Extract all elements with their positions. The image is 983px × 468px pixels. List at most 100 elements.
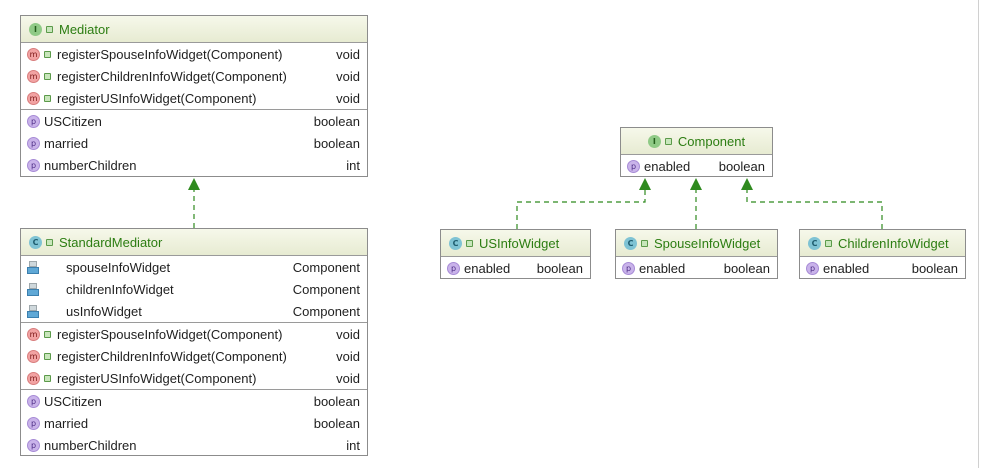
field-icon xyxy=(27,304,40,318)
public-lock-icon xyxy=(641,239,648,247)
method-row[interactable]: m registerUSInfoWidget(Component) void xyxy=(21,87,367,109)
property-row[interactable]: p enabled boolean xyxy=(441,257,590,279)
public-lock-icon xyxy=(825,239,832,247)
property-name: enabled xyxy=(644,158,691,174)
property-row[interactable]: p USCitizen boolean xyxy=(21,390,367,412)
property-type: boolean xyxy=(313,113,360,129)
property-row[interactable]: p enabled boolean xyxy=(616,257,777,279)
arrowhead-mediator xyxy=(188,178,200,190)
class-header-spouseinfowidget[interactable]: C SpouseInfoWidget xyxy=(616,230,777,257)
method-row[interactable]: m registerChildrenInfoWidget(Component) … xyxy=(21,345,367,367)
method-row[interactable]: m registerUSInfoWidget(Component) void xyxy=(21,367,367,389)
property-icon: p xyxy=(27,136,40,150)
field-row[interactable]: usInfoWidget Component xyxy=(21,300,367,322)
class-box-component[interactable]: I Component p enabled boolean xyxy=(620,127,773,177)
property-type: int xyxy=(346,157,360,173)
public-lock-icon xyxy=(46,238,53,246)
class-box-mediator[interactable]: I Mediator m registerSpouseInfoWidget(Co… xyxy=(20,15,368,177)
class-name: Component xyxy=(677,133,746,149)
public-lock-icon xyxy=(44,352,51,360)
method-name: registerSpouseInfoWidget(Component) xyxy=(57,46,283,62)
field-name: childrenInfoWidget xyxy=(66,281,174,297)
class-header-component[interactable]: I Component xyxy=(621,128,772,155)
class-name: StandardMediator xyxy=(59,234,163,250)
property-type: boolean xyxy=(718,158,765,174)
field-icon xyxy=(27,260,40,274)
arrowhead-component-middle xyxy=(690,178,702,190)
public-lock-icon xyxy=(44,374,51,382)
interface-icon: I xyxy=(29,22,42,36)
property-type: boolean xyxy=(911,260,958,276)
class-box-standardmediator[interactable]: C StandardMediator spouseInfoWidget Comp… xyxy=(20,228,368,456)
class-box-usinfowidget[interactable]: C USInfoWidget p enabled boolean xyxy=(440,229,591,279)
field-icon xyxy=(27,282,40,296)
edge-usinfowidget-implements-component xyxy=(516,180,646,229)
property-row[interactable]: p numberChildren int xyxy=(21,434,367,456)
class-icon: C xyxy=(29,235,42,249)
class-header-standardmediator[interactable]: C StandardMediator xyxy=(21,229,367,256)
class-header-usinfowidget[interactable]: C USInfoWidget xyxy=(441,230,590,257)
field-type: Component xyxy=(292,281,360,297)
field-type: Component xyxy=(292,259,360,275)
method-row[interactable]: m registerSpouseInfoWidget(Component) vo… xyxy=(21,323,367,345)
method-icon: m xyxy=(27,69,40,83)
return-type: void xyxy=(336,326,360,342)
return-type: void xyxy=(336,46,360,62)
class-icon: C xyxy=(624,236,637,250)
interface-icon: I xyxy=(647,134,661,148)
property-type: boolean xyxy=(313,135,360,151)
property-icon: p xyxy=(27,416,40,430)
method-icon: m xyxy=(27,91,40,105)
property-icon: p xyxy=(27,438,40,452)
public-lock-icon xyxy=(44,72,51,80)
property-type: boolean xyxy=(313,415,360,431)
class-name: Mediator xyxy=(59,21,110,37)
property-row[interactable]: p married boolean xyxy=(21,132,367,154)
public-lock-icon xyxy=(44,94,51,102)
class-box-spouseinfowidget[interactable]: C SpouseInfoWidget p enabled boolean xyxy=(615,229,778,279)
class-box-childreninfowidget[interactable]: C ChildrenInfoWidget p enabled boolean xyxy=(799,229,966,279)
class-name: USInfoWidget xyxy=(479,235,560,251)
property-row[interactable]: p USCitizen boolean xyxy=(21,110,367,132)
property-icon: p xyxy=(627,159,640,173)
method-name: registerChildrenInfoWidget(Component) xyxy=(57,68,287,84)
method-row[interactable]: m registerChildrenInfoWidget(Component) … xyxy=(21,65,367,87)
property-type: boolean xyxy=(313,393,360,409)
public-lock-icon xyxy=(46,25,53,33)
class-name: ChildrenInfoWidget xyxy=(838,235,949,251)
public-lock-icon xyxy=(44,330,51,338)
property-name: enabled xyxy=(464,260,511,276)
property-row[interactable]: p enabled boolean xyxy=(800,257,965,279)
method-row[interactable]: m registerSpouseInfoWidget(Component) vo… xyxy=(21,43,367,65)
return-type: void xyxy=(336,68,360,84)
class-header-mediator[interactable]: I Mediator xyxy=(21,16,367,43)
property-row[interactable]: p numberChildren int xyxy=(21,154,367,176)
return-type: void xyxy=(336,370,360,386)
property-type: boolean xyxy=(536,260,583,276)
property-name: USCitizen xyxy=(44,113,102,129)
method-name: registerSpouseInfoWidget(Component) xyxy=(57,326,283,342)
class-header-childreninfowidget[interactable]: C ChildrenInfoWidget xyxy=(800,230,965,257)
method-icon: m xyxy=(27,371,40,385)
field-name: usInfoWidget xyxy=(66,303,142,319)
property-name: numberChildren xyxy=(44,437,137,453)
field-row[interactable]: childrenInfoWidget Component xyxy=(21,278,367,300)
method-icon: m xyxy=(27,349,40,363)
arrowhead-component-left xyxy=(639,178,651,190)
property-row[interactable]: p married boolean xyxy=(21,412,367,434)
public-lock-icon xyxy=(44,50,51,58)
field-row[interactable]: spouseInfoWidget Component xyxy=(21,256,367,278)
property-icon: p xyxy=(27,114,40,128)
property-row[interactable]: p enabled boolean xyxy=(621,155,772,177)
property-icon: p xyxy=(27,394,40,408)
canvas-edge xyxy=(978,0,979,468)
property-icon: p xyxy=(622,261,635,275)
class-name: SpouseInfoWidget xyxy=(654,235,761,251)
arrowhead-component-right xyxy=(741,178,753,190)
method-name: registerChildrenInfoWidget(Component) xyxy=(57,348,287,364)
class-icon: C xyxy=(449,236,462,250)
field-name: spouseInfoWidget xyxy=(66,259,171,275)
property-name: enabled xyxy=(639,260,686,276)
property-icon: p xyxy=(27,158,40,172)
